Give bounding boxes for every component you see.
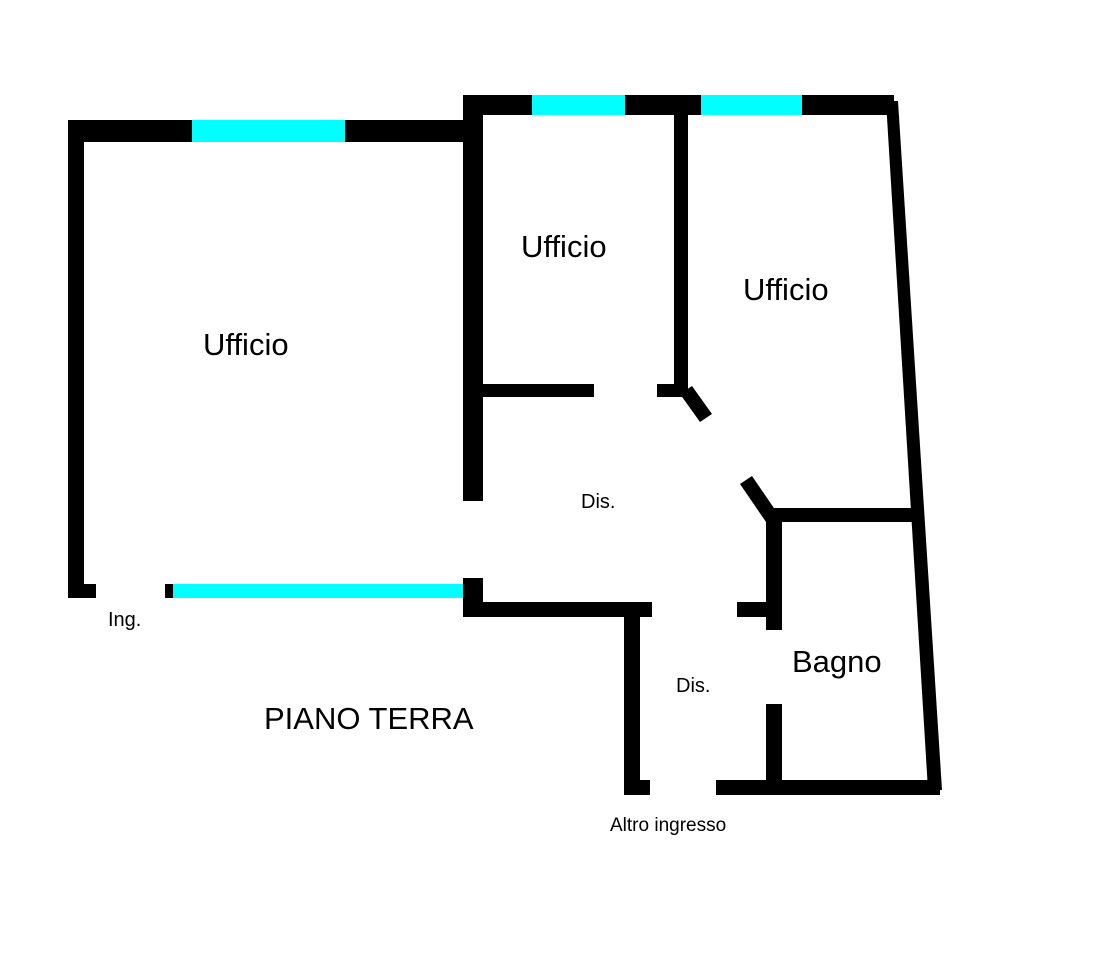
window-large-office-top bbox=[192, 120, 345, 142]
wall-large-office-top-right bbox=[345, 120, 465, 142]
wall-bathroom-top bbox=[767, 508, 917, 522]
entrance-label-main: Ing. bbox=[108, 609, 142, 631]
wall-bottom-right bbox=[716, 780, 940, 795]
wall-bathroom-left-lower bbox=[766, 704, 782, 794]
wall-right-office-door-stub bbox=[657, 384, 688, 397]
window-middle-office-top bbox=[532, 95, 625, 115]
window-bottom-frame-cap bbox=[165, 584, 173, 598]
room-label-office-middle: Ufficio bbox=[521, 229, 607, 264]
wall-top-right bbox=[802, 95, 894, 115]
wall-bottom-secondary-left-stub bbox=[624, 780, 650, 795]
room-label-corridor-secondary: Dis. bbox=[676, 675, 711, 697]
wall-right-office-door-angle bbox=[680, 386, 712, 422]
floor-title: PIANO TERRA bbox=[264, 701, 474, 736]
window-right-office-top bbox=[701, 95, 802, 115]
wall-bottom-corridor bbox=[463, 602, 652, 617]
window-large-office-bottom bbox=[165, 584, 463, 598]
room-label-corridor-main: Dis. bbox=[581, 491, 616, 513]
wall-middle-office-bottom bbox=[483, 384, 594, 397]
wall-middle-right-partition bbox=[674, 95, 688, 397]
wall-partition-left bbox=[463, 95, 483, 501]
wall-large-office-bottom-left-stub bbox=[68, 584, 96, 598]
windows bbox=[165, 95, 802, 598]
wall-secondary-corridor-left bbox=[624, 602, 640, 795]
wall-bathroom-left-upper bbox=[766, 515, 782, 630]
wall-bathroom-door-stub bbox=[737, 602, 777, 617]
walls bbox=[68, 95, 942, 795]
wall-top-middle-left bbox=[463, 95, 532, 115]
wall-top-middle-right bbox=[625, 95, 701, 115]
room-label-bathroom: Bagno bbox=[792, 644, 882, 679]
wall-bathroom-door-angle bbox=[740, 476, 778, 522]
wall-right-outer-slanted bbox=[886, 101, 942, 790]
wall-large-office-top-left bbox=[68, 120, 192, 142]
room-label-office-large: Ufficio bbox=[203, 327, 289, 362]
room-label-office-right: Ufficio bbox=[743, 272, 829, 307]
wall-large-office-left bbox=[68, 120, 84, 598]
entrance-label-secondary: Altro ingresso bbox=[610, 815, 727, 836]
